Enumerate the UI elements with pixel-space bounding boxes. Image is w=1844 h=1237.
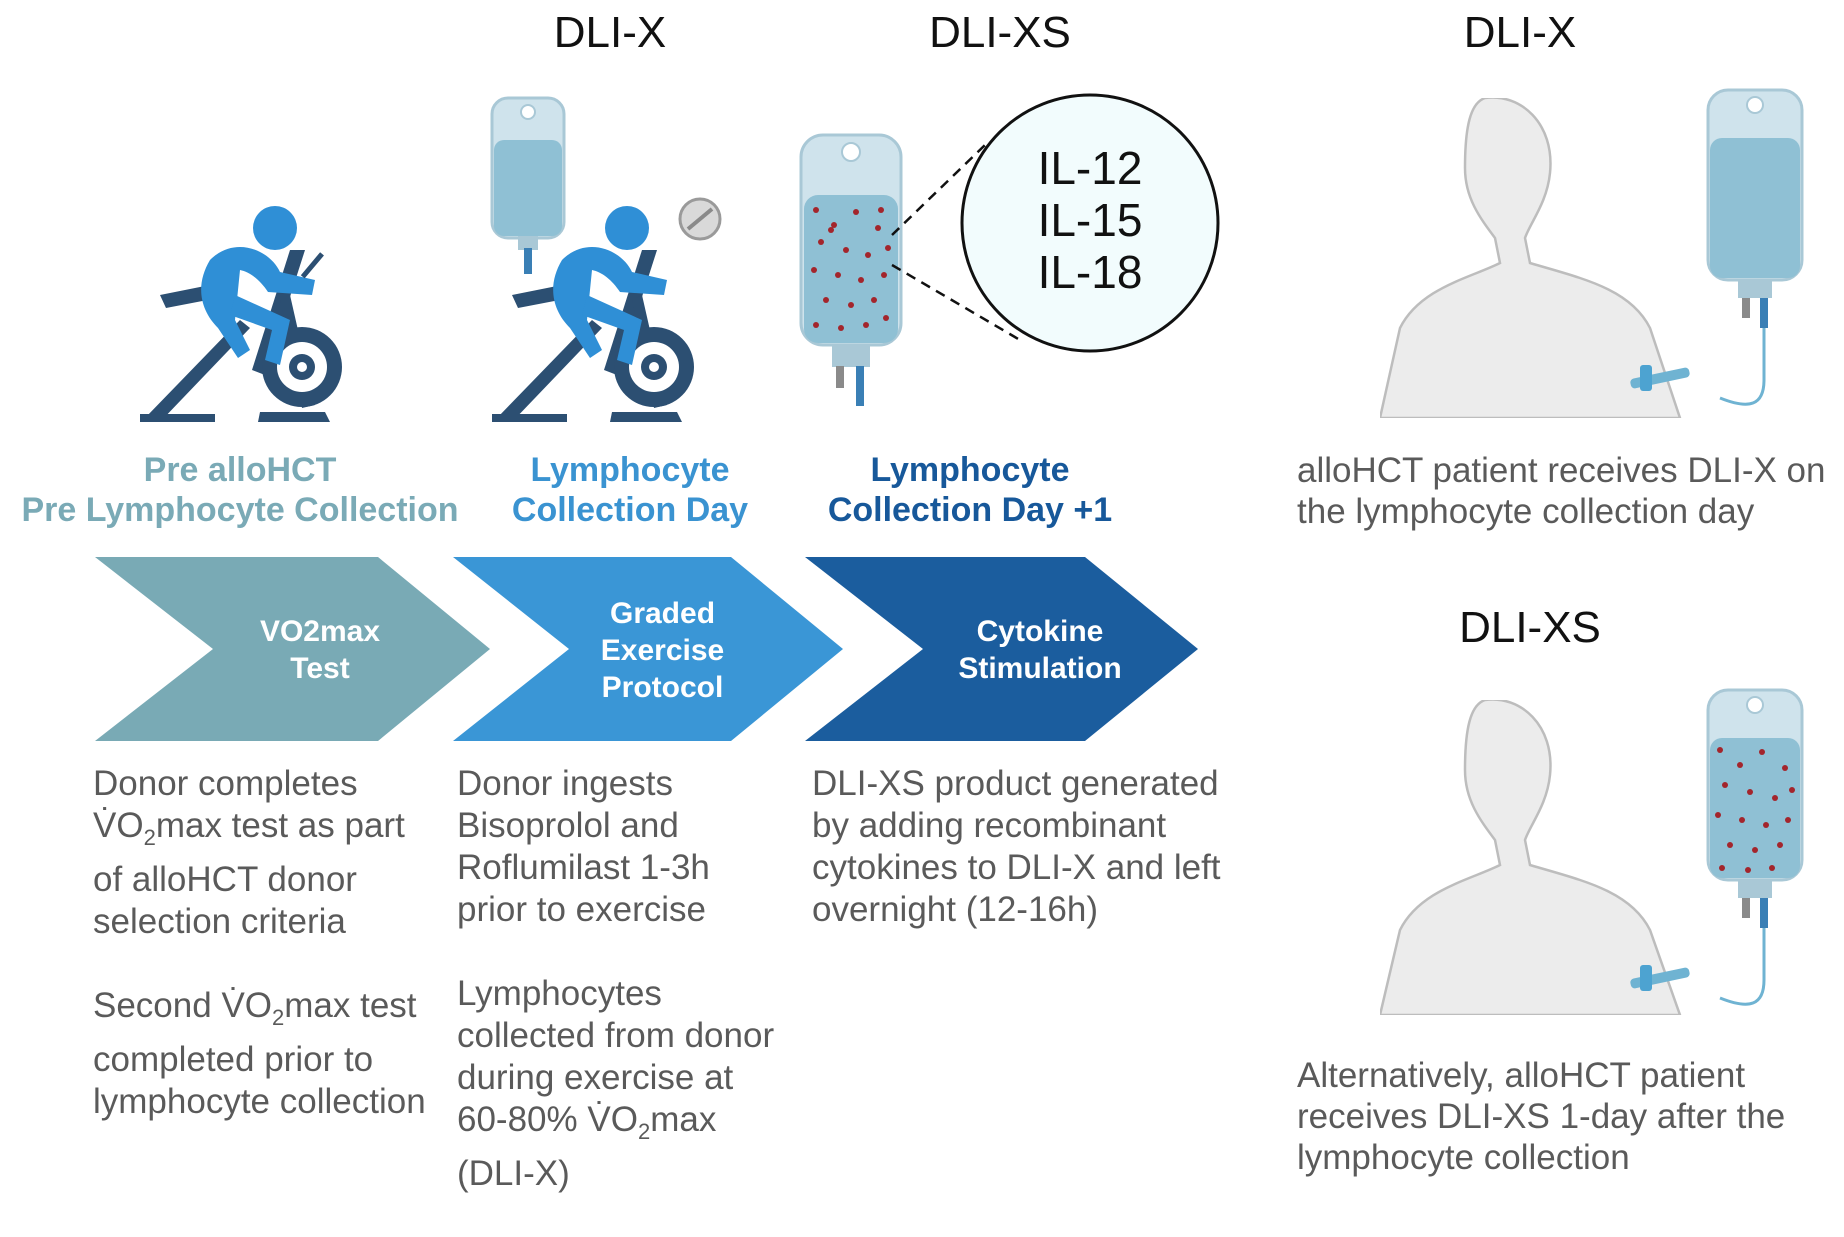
cytokine-list: IL-12 IL-15 IL-18 bbox=[960, 142, 1220, 298]
chevron-text: Exercise bbox=[600, 633, 725, 667]
chevron-graded-exercise bbox=[453, 557, 843, 741]
phase-line: Lymphocyte bbox=[870, 451, 1070, 489]
zoom-lines bbox=[891, 144, 1021, 342]
phase-line: Lymphocyte bbox=[530, 451, 730, 489]
chevron-text: VO2max bbox=[259, 615, 381, 648]
description-col2: Donor ingests Bisoprolol and Roflumilast… bbox=[457, 763, 787, 1237]
phase-line: Pre Lymphocyte Collection bbox=[21, 491, 459, 529]
chevron-vo2max bbox=[95, 557, 490, 741]
phase-line: Collection Day bbox=[511, 491, 749, 529]
iv-bag-icon bbox=[490, 96, 566, 274]
desc-dlixs-product: DLI-XS product generated by adding recom… bbox=[812, 764, 1221, 929]
header-dlix-right: DLI-X bbox=[1463, 8, 1577, 57]
chevron-text: Cytokine bbox=[976, 615, 1104, 648]
cytokine-il15: IL-15 bbox=[1037, 194, 1143, 246]
catheter-icon bbox=[1630, 965, 1690, 991]
phase-collection-day: Lymphocyte Collection Day bbox=[490, 450, 770, 530]
header-dlixs-middle: DLI-XS bbox=[929, 8, 1071, 57]
patient-figure-dlix bbox=[1380, 98, 1682, 418]
chevron-label-cytokine: Cytokine Stimulation bbox=[940, 560, 1140, 740]
header-dlixs-right: DLI-XS bbox=[1459, 603, 1601, 652]
phase-collection-day-plus1: Lymphocyte Collection Day +1 bbox=[810, 450, 1130, 530]
description-col1: Donor completes V̇O2max test as part of … bbox=[93, 763, 438, 1165]
phase-line: Pre alloHCT bbox=[143, 451, 337, 489]
chevron-label-vo2max: VO2max Test bbox=[230, 560, 410, 740]
catheter-icon bbox=[1630, 365, 1690, 391]
desc-vo2max-first: Donor completes V̇O2max test as part of … bbox=[93, 764, 405, 941]
patient-figure-dlixs bbox=[1380, 700, 1682, 1015]
chevron-text: Test bbox=[290, 652, 350, 685]
cytokine-il18: IL-18 bbox=[1037, 246, 1143, 298]
chevron-text: Graded bbox=[609, 596, 716, 630]
cyclist-icon bbox=[492, 206, 694, 422]
desc-drug-intake: Donor ingests Bisoprolol and Roflumilast… bbox=[457, 764, 710, 929]
chevron-label-graded: Graded Exercise Protocol bbox=[575, 560, 750, 740]
header-dlix-middle: DLI-X bbox=[553, 8, 667, 57]
desc-vo2max-second: Second V̇O2max test completed prior to l… bbox=[93, 986, 426, 1121]
iv-bag-dlixs-icon bbox=[1706, 688, 1804, 1006]
iv-bag-dlix-icon bbox=[1706, 88, 1804, 406]
phase-pre-allohct: Pre alloHCT Pre Lymphocyte Collection bbox=[10, 450, 470, 530]
process-chevrons bbox=[95, 557, 1198, 741]
description-col3: DLI-XS product generated by adding recom… bbox=[812, 763, 1232, 973]
right-desc-dlixs: Alternatively, alloHCT patient receives … bbox=[1297, 1056, 1786, 1177]
iv-bag-cytokine-icon bbox=[799, 133, 903, 406]
right-desc-dlix: alloHCT patient receives DLI-X on the ly… bbox=[1297, 451, 1826, 531]
zoom-circle bbox=[960, 93, 1220, 353]
chevron-text: Stimulation bbox=[958, 652, 1122, 685]
cytokine-il12: IL-12 bbox=[1037, 142, 1143, 194]
pill-icon bbox=[678, 197, 722, 241]
desc-lymphocyte-collection: Lymphocytes collected from donor during … bbox=[457, 974, 775, 1193]
cyclist-icon bbox=[140, 206, 342, 422]
chevron-text: Protocol bbox=[601, 670, 724, 704]
phase-line: Collection Day +1 bbox=[827, 491, 1113, 529]
chevron-cytokine bbox=[805, 557, 1198, 741]
